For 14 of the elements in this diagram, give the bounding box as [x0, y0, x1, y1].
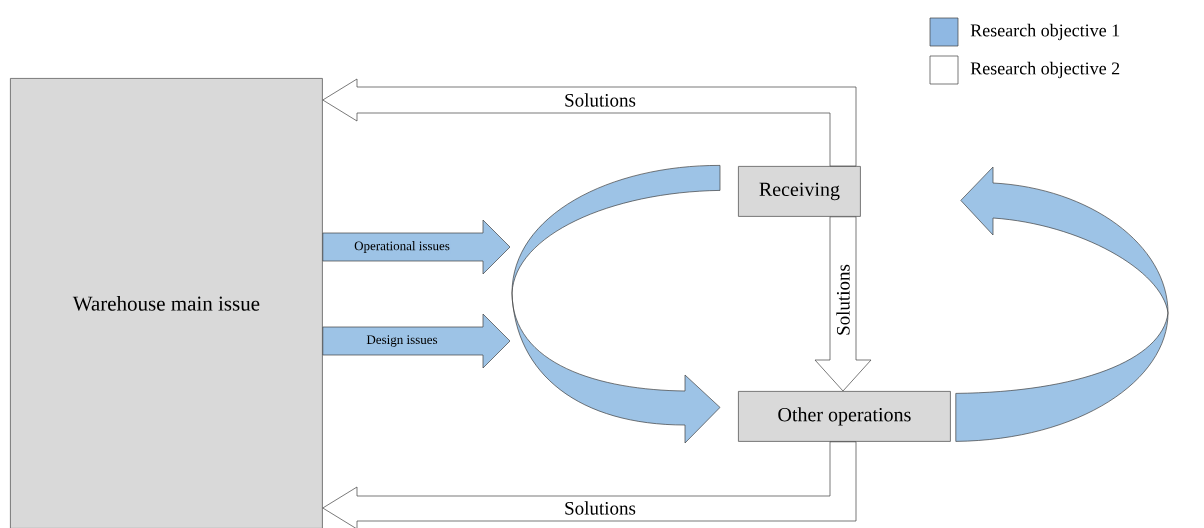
edge-label: Solutions — [563, 92, 637, 108]
legend-label: Research objective 1 — [970, 23, 1120, 41]
curved-arrow — [955, 166, 1169, 442]
process-box: Receiving — [738, 166, 861, 217]
block-arrow — [322, 441, 857, 528]
curved-arrow — [511, 165, 721, 444]
process-box: Other operations — [738, 391, 951, 442]
legend-label: Research objective 2 — [970, 61, 1120, 79]
edge-label: Operational issues — [353, 240, 451, 254]
edge-label: Design issues — [365, 334, 439, 348]
edge-label: Solutions — [563, 500, 637, 516]
edge-label: Solutions — [835, 263, 851, 337]
process-box: Warehouse main issue — [10, 78, 323, 528]
block-arrow — [322, 78, 857, 167]
